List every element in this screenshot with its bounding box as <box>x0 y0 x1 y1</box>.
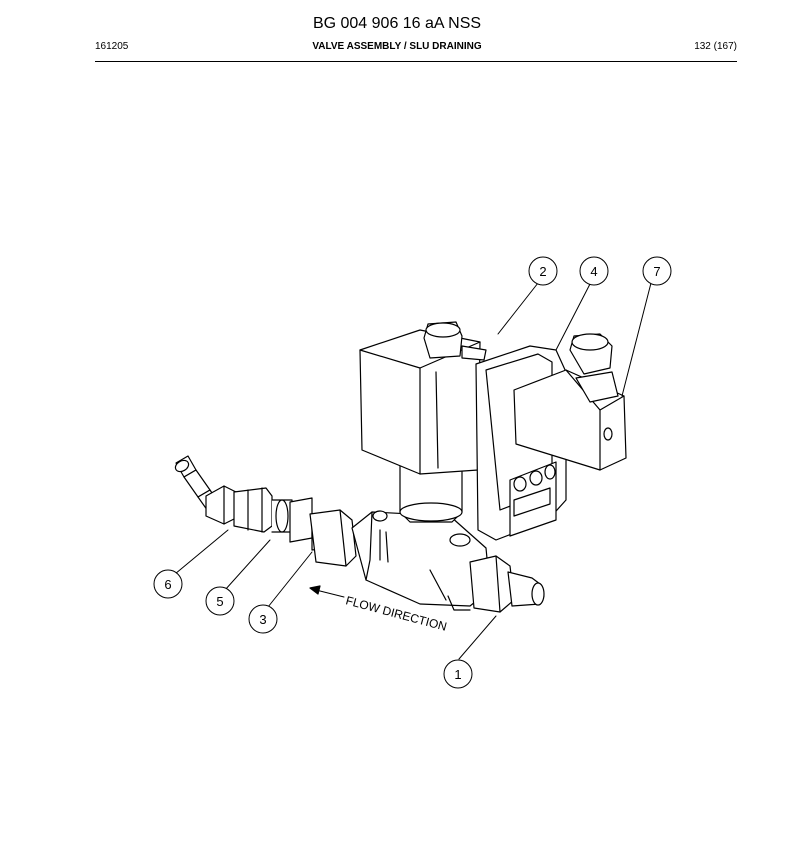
document-date: 161205 <box>95 41 129 52</box>
callout-4: 4 <box>579 256 609 286</box>
cable-gland-part-7 <box>513 333 627 471</box>
callout-3: 3 <box>248 604 278 634</box>
callout-2: 2 <box>528 256 558 286</box>
callout-1: 1 <box>443 659 473 689</box>
callout-3-label: 3 <box>259 612 266 627</box>
callout-6-label: 6 <box>164 577 171 592</box>
coupling-part-3 <box>289 497 357 567</box>
valve-body-part-1 <box>351 510 545 613</box>
adapter-part-5 <box>233 487 293 533</box>
flow-direction-arrow <box>309 585 345 598</box>
callout-5: 5 <box>205 586 235 616</box>
header-divider <box>95 61 737 62</box>
solenoid-coil-part-2 <box>359 321 487 523</box>
leader-lines <box>174 282 652 660</box>
callout-7: 7 <box>642 256 672 286</box>
callout-5-label: 5 <box>216 594 223 609</box>
document-number: BG 004 906 16 aA NSS <box>312 15 482 32</box>
page-number: 132 (167) <box>694 41 737 52</box>
callout-2-label: 2 <box>539 264 546 279</box>
callout-1-label: 1 <box>454 667 461 682</box>
callout-4-label: 4 <box>590 264 597 279</box>
callout-6: 6 <box>153 569 183 599</box>
callout-7-label: 7 <box>653 264 660 279</box>
section-title: VALVE ASSEMBLY / SLU DRAINING <box>312 41 482 52</box>
